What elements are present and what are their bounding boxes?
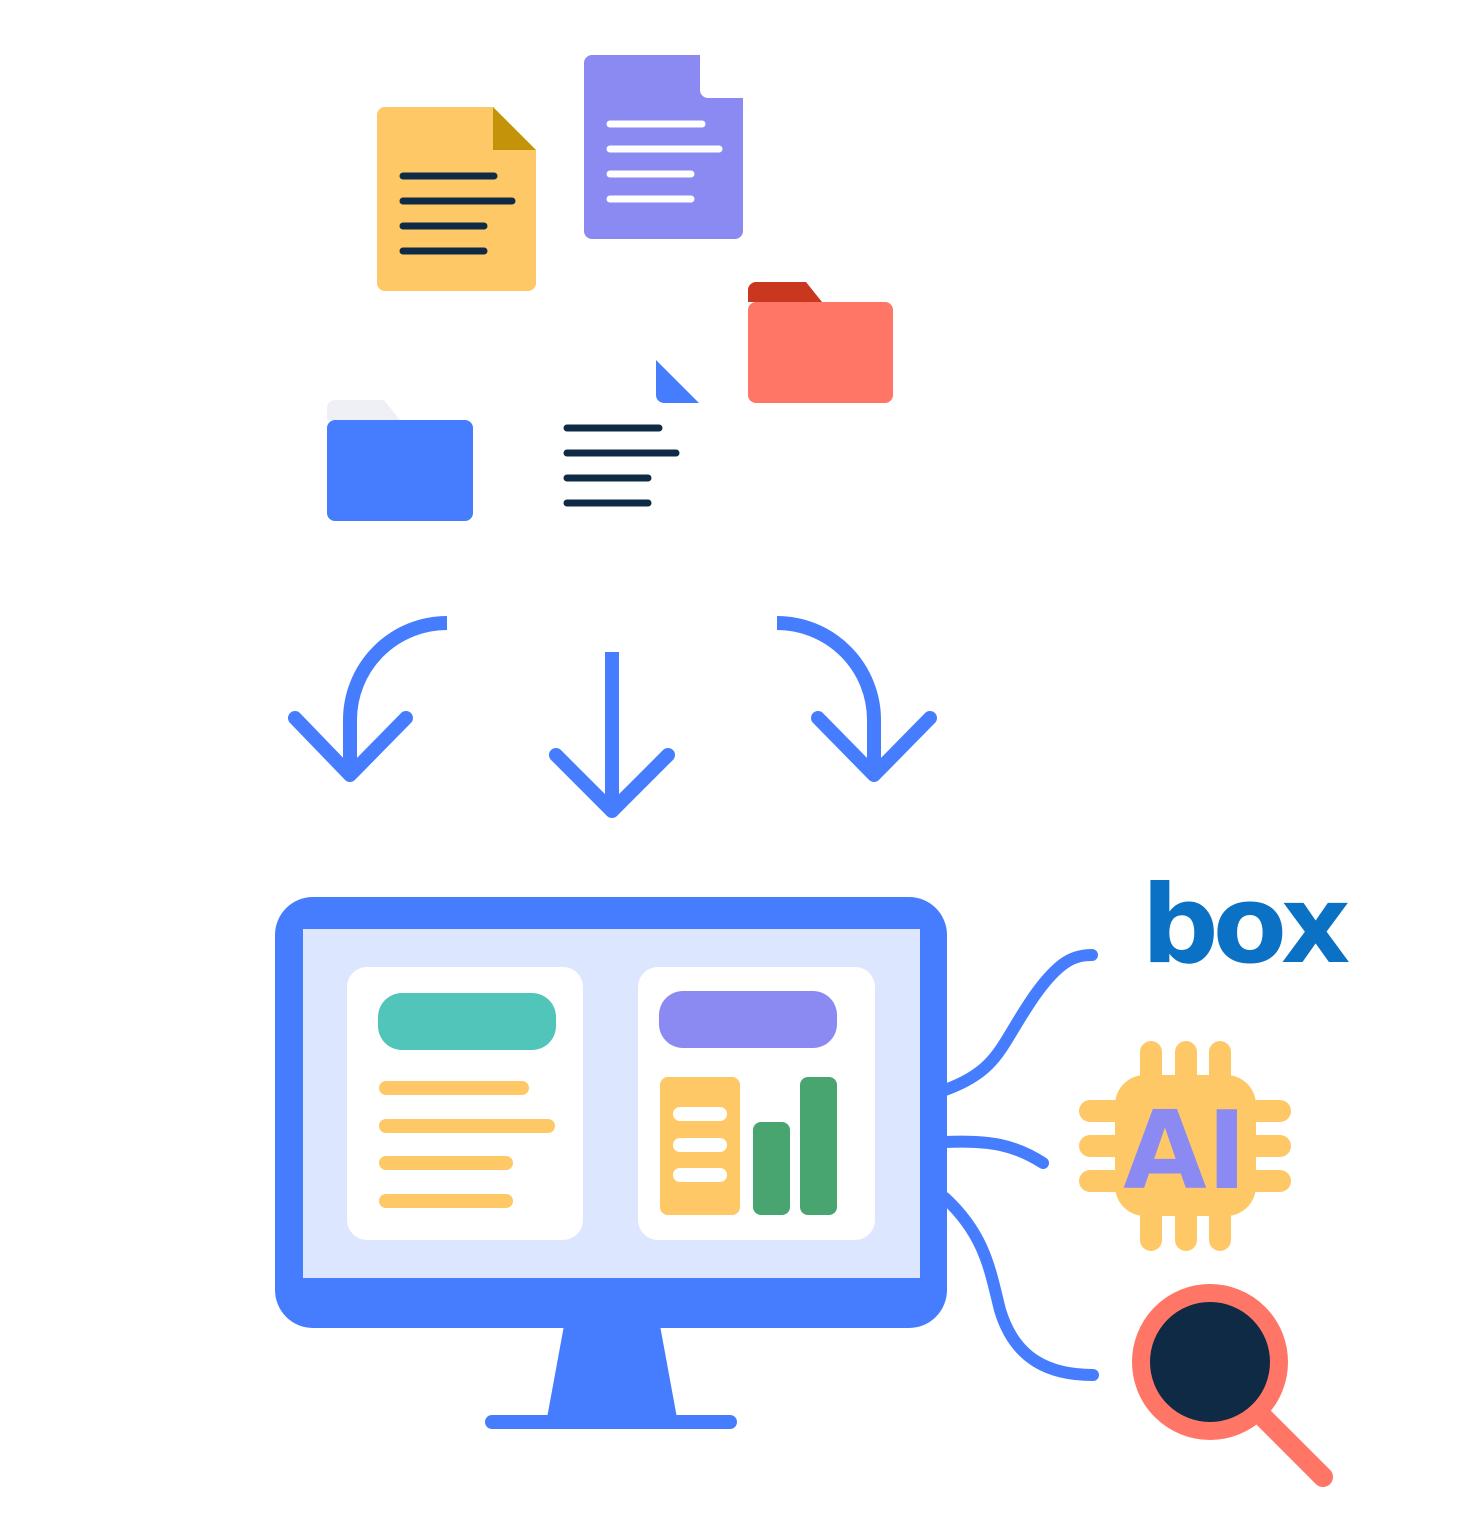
box-logo: box [1141,863,1356,988]
monitor-icon [275,897,947,1429]
purple-document-icon [584,55,743,239]
text-panel [347,967,583,1240]
ai-chip-label: AI [1123,1089,1247,1214]
ai-chip-icon: AI [1079,1041,1291,1251]
curved-arrow-right-icon [776,616,937,782]
yellow-document-icon [377,107,536,291]
down-arrow-icon [549,652,675,818]
chart-panel [638,967,875,1240]
text-document-icon [563,360,699,507]
magnifier-icon [1132,1284,1333,1487]
blue-folder-icon [327,400,473,521]
box-logo-text: box [1141,863,1350,988]
red-folder-icon [748,282,893,403]
curved-arrow-left-icon [288,616,448,782]
connector-lines [939,949,1099,1381]
